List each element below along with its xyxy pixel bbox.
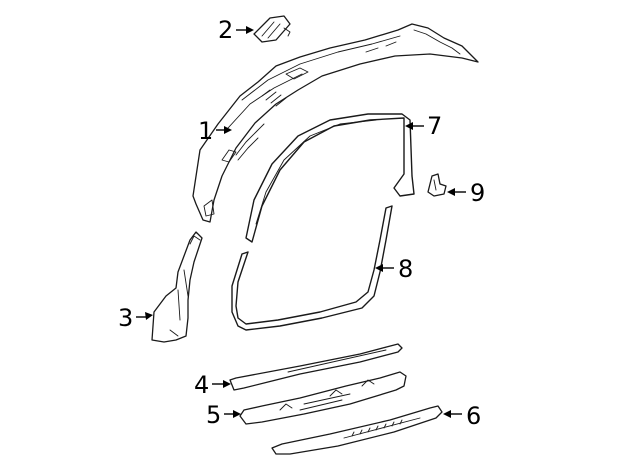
- callout-9: 9: [470, 179, 485, 207]
- callout-3: 3: [118, 304, 133, 332]
- callout-8: 8: [398, 255, 413, 283]
- part-5-sill-bracket: [239, 371, 407, 425]
- part-4-sill-trim: [229, 343, 403, 391]
- part-2-clip: [253, 15, 291, 43]
- callout-7: 7: [427, 112, 442, 140]
- callout-1: 1: [198, 117, 213, 145]
- leader-lines: [136, 26, 466, 418]
- callout-5: 5: [206, 401, 221, 429]
- callout-4: 4: [194, 371, 209, 399]
- part-6-scuff-plate: [271, 405, 443, 455]
- part-3-lower-trim: [151, 231, 203, 343]
- callout-2: 2: [218, 16, 233, 44]
- callout-6: 6: [466, 402, 481, 430]
- part-9-bracket: [427, 173, 447, 197]
- part-1-pillar-trim: [192, 23, 479, 223]
- part-7-weatherstrip-upper: [245, 113, 415, 243]
- part-8-weatherstrip-lower: [231, 205, 393, 331]
